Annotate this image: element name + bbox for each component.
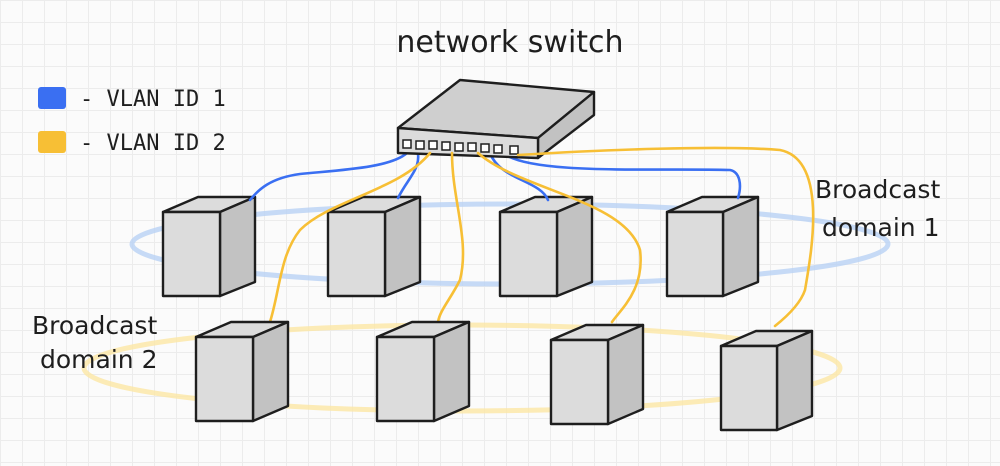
device-domain1-1 — [161, 195, 257, 298]
switch-port-3 — [428, 140, 438, 150]
cable-vlan1-3 — [488, 151, 550, 202]
broadcast-domain-1-label-line2: domain 1 — [822, 213, 939, 242]
vlan1-cables — [248, 151, 742, 202]
device-domain2-2 — [375, 320, 471, 423]
legend-swatch-vlan1 — [38, 87, 66, 109]
cable-vlan1-2 — [396, 151, 420, 200]
diagram-title: network switch — [396, 25, 623, 60]
device-domain2-3 — [549, 323, 645, 426]
switch-port-8 — [493, 144, 503, 154]
cable-vlan2-3 — [476, 151, 642, 324]
switch-port-5 — [454, 142, 464, 152]
switch-port-6 — [467, 142, 477, 152]
broadcast-domain-2-label: Broadcast domain 2 — [32, 311, 165, 374]
switch-port-9 — [509, 145, 519, 155]
broadcast-domain-2-label-line2: domain 2 — [40, 345, 157, 374]
broadcast-domain-1-label-line1: Broadcast — [815, 175, 940, 204]
switch-port-1 — [402, 139, 412, 149]
device-domain1-2 — [326, 195, 422, 298]
switch-ports — [402, 139, 519, 155]
device-domain2-1 — [194, 320, 290, 423]
broadcast-domain-2-label-line1: Broadcast — [32, 311, 157, 340]
cable-vlan2-4 — [516, 146, 815, 328]
cable-vlan1-1 — [248, 151, 409, 202]
legend: - VLAN ID 1 - VLAN ID 2 — [38, 87, 226, 156]
legend-label-vlan2: - VLAN ID 2 — [80, 131, 226, 156]
switch-port-4 — [441, 141, 451, 151]
device-domain1-4 — [665, 195, 760, 298]
switch-port-7 — [480, 143, 490, 153]
switch-port-2 — [415, 140, 425, 150]
device-domain1-3 — [498, 195, 594, 298]
broadcast-domain-1-label: Broadcast domain 1 — [815, 175, 948, 242]
legend-label-vlan1: - VLAN ID 1 — [80, 87, 226, 112]
network-switch — [396, 78, 596, 160]
device-domain2-4 — [719, 329, 814, 432]
legend-swatch-vlan2 — [38, 131, 66, 153]
cable-vlan2-2 — [436, 151, 465, 324]
cable-vlan2-1 — [268, 151, 432, 324]
vlan2-cables — [268, 146, 815, 328]
cable-vlan1-4 — [501, 151, 742, 200]
